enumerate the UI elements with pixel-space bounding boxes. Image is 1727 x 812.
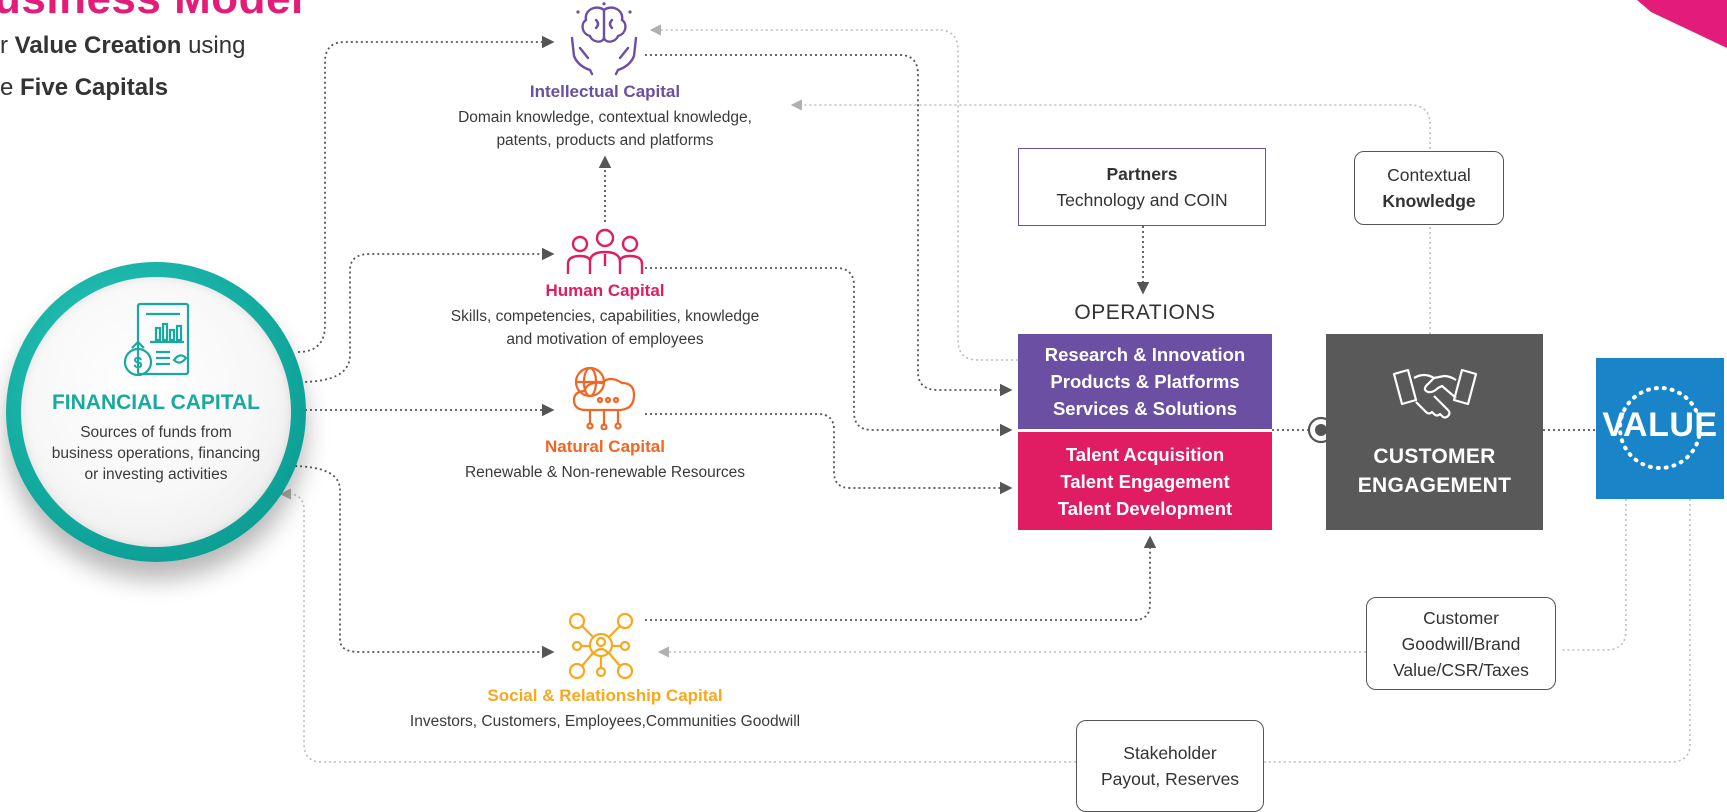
subtitle-line-1: r Value Creation using	[0, 32, 246, 59]
human-capital-description: Skills, competencies, capabilities, know…	[450, 308, 760, 348]
partners-box: Partners Technology and COIN	[1018, 148, 1266, 226]
natural-capital-title: Natural Capital	[545, 437, 665, 456]
financial-capital-description: Sources of funds from business operation…	[51, 424, 261, 483]
stakeholder-box: Stakeholder Payout, Reserves	[1076, 720, 1264, 812]
customer-goodwill-box: Customer Goodwill/Brand Value/CSR/Taxes	[1366, 597, 1556, 690]
intellectual-capital-description: Domain knowledge, contextual knowledge, …	[458, 109, 752, 149]
operations-rnd-block: Research & Innovation Products & Platfor…	[1018, 334, 1272, 429]
financial-capital-disc	[21, 277, 291, 547]
value-label: VALUE	[1602, 406, 1718, 444]
financial-capital-title: FINANCIAL CAPITAL	[51, 391, 261, 414]
page-title: usiness Model	[0, 0, 304, 24]
corner-accent-shape	[1637, 0, 1727, 48]
svg-text:$: $	[134, 355, 143, 372]
financial-report-icon: $	[123, 302, 190, 377]
operations-label: OPERATIONS	[1074, 301, 1216, 324]
handshake-icon	[1392, 368, 1478, 419]
intellectual-capital-title: Intellectual Capital	[529, 82, 681, 101]
globe-cloud-network-icon	[572, 366, 636, 430]
dotted-ring	[1618, 386, 1702, 470]
contextual-knowledge-box: Contextual Knowledge	[1354, 151, 1504, 225]
operations-talent-block: Talent Acquisition Talent Engagement Tal…	[1018, 432, 1272, 530]
natural-capital-description: Renewable & Non-renewable Resources	[464, 464, 745, 481]
social-capital-description: Investors, Customers, Employees,Communit…	[409, 713, 801, 730]
network-of-people-icon	[568, 612, 634, 680]
brain-in-hands-icon	[570, 2, 638, 76]
subtitle-line-2: e Five Capitals	[0, 74, 169, 101]
customer-engagement-label: CUSTOMER ENGAGEMENT	[1357, 445, 1512, 497]
human-capital-title: Human Capital	[545, 281, 665, 300]
value-block: VALUE	[1596, 358, 1724, 499]
customer-engagement-block: CUSTOMER ENGAGEMENT	[1326, 334, 1543, 530]
people-group-icon	[566, 228, 644, 274]
partners-label: Partners	[1106, 164, 1178, 184]
social-capital-title: Social & Relationship Capital	[487, 686, 723, 705]
partners-detail: Technology and COIN	[1056, 190, 1228, 210]
